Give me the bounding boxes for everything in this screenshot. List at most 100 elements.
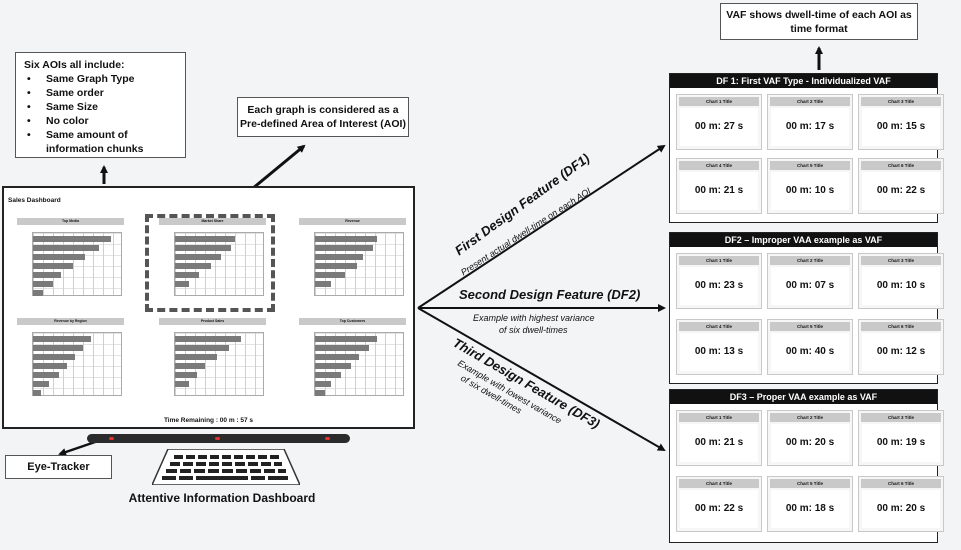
mini-bar	[175, 254, 221, 260]
vaf-cell-title: Chart 3 Title	[861, 97, 941, 106]
eye-tracker-led	[109, 437, 114, 440]
arrow-to-df3	[417, 307, 666, 451]
mini-chart-title: Top Customers	[299, 318, 406, 325]
vaf-cell-title: Chart 4 Title	[679, 322, 759, 331]
vaf-cell-time: 00 m: 12 s	[862, 333, 940, 371]
mini-bar	[315, 281, 331, 287]
vaf-cell-title: Chart 6 Title	[861, 322, 941, 331]
vaf-cell-title: Chart 3 Title	[861, 256, 941, 265]
mini-chart-plot	[314, 332, 404, 396]
vaf-cell-title: Chart 4 Title	[679, 161, 759, 170]
vaf-cell: Chart 5 Title 00 m: 18 s	[767, 476, 853, 532]
mini-bar	[315, 254, 363, 260]
vaf-cell-time: 00 m: 20 s	[862, 490, 940, 528]
mini-bar	[33, 372, 59, 378]
vaf-cell-time: 00 m: 10 s	[771, 172, 849, 210]
mini-bar	[33, 236, 111, 242]
vaf-cell-time: 00 m: 40 s	[771, 333, 849, 371]
mini-bar	[315, 263, 357, 269]
mini-bar	[175, 363, 205, 369]
mini-bar	[33, 290, 43, 296]
vaf-cell-title: Chart 1 Title	[679, 97, 759, 106]
mini-chart-title: Product Sales	[159, 318, 266, 325]
vaf-cell-time: 00 m: 22 s	[862, 172, 940, 210]
vaf-cell-time: 00 m: 17 s	[771, 108, 849, 146]
vaf-cell: Chart 1 Title 00 m: 27 s	[676, 94, 762, 150]
vaf-cell-time: 00 m: 20 s	[771, 424, 849, 462]
mini-chart-plot	[32, 232, 122, 296]
vaf-cell-title: Chart 5 Title	[770, 322, 850, 331]
eye-tracker-label: Eye-Tracker	[5, 455, 112, 479]
time-remaining: Time Remaining : 00 m : 57 s	[163, 417, 254, 424]
mini-bar	[175, 236, 235, 242]
df2-panel: DF2 – Improper VAA example as VAF Chart …	[669, 232, 944, 384]
mini-bar	[315, 372, 341, 378]
df2-sublabel-2: of six dwell-times	[499, 325, 568, 335]
vaf-cell: Chart 1 Title 00 m: 21 s	[676, 410, 762, 466]
mini-chart-plot	[32, 332, 122, 396]
mini-bar	[175, 345, 229, 351]
mini-bar	[33, 272, 61, 278]
eye-tracker-device	[87, 434, 350, 443]
mini-bar	[33, 245, 99, 251]
mini-chart-title: Revenue by Region	[17, 318, 124, 325]
mini-bar	[175, 281, 189, 287]
mini-bar	[315, 363, 351, 369]
mini-chart: Revenue by Region	[10, 318, 128, 414]
eye-tracker-led	[215, 437, 220, 440]
vaf-cell-title: Chart 6 Title	[861, 479, 941, 488]
vaf-cell: Chart 4 Title 00 m: 13 s	[676, 319, 762, 375]
vaf-cell: Chart 4 Title 00 m: 21 s	[676, 158, 762, 214]
mini-bar	[175, 263, 211, 269]
vaf-cell-title: Chart 5 Title	[770, 479, 850, 488]
vaf-cell-title: Chart 2 Title	[770, 413, 850, 422]
vaf-cell: Chart 1 Title 00 m: 23 s	[676, 253, 762, 309]
vaf-cell: Chart 4 Title 00 m: 22 s	[676, 476, 762, 532]
mini-bar	[33, 363, 67, 369]
aoi-note-heading: Six AOIs all include:	[24, 59, 125, 71]
vaf-cell-title: Chart 4 Title	[679, 479, 759, 488]
aoi-highlight-box	[145, 214, 275, 312]
mini-bar	[315, 354, 359, 360]
aoi-criteria-note: Six AOIs all include: Same Graph Type Sa…	[15, 52, 186, 158]
mini-bar	[175, 354, 217, 360]
mini-chart-title: Revenue	[299, 218, 406, 225]
vaf-cell: Chart 6 Title 00 m: 12 s	[858, 319, 944, 375]
mini-chart-title: Top Media	[17, 218, 124, 225]
vaf-cell-time: 00 m: 21 s	[680, 172, 758, 210]
dashboard-caption: Attentive Information Dashboard	[128, 491, 316, 505]
vaf-cell-time: 00 m: 19 s	[862, 424, 940, 462]
vaf-cell: Chart 3 Title 00 m: 10 s	[858, 253, 944, 309]
vaf-cell-time: 00 m: 27 s	[680, 108, 758, 146]
aoi-criterion: No color	[24, 114, 177, 128]
df2-label: Second Design Feature (DF2)	[459, 287, 641, 302]
vaf-cell-time: 00 m: 07 s	[771, 267, 849, 305]
aoi-criterion: Same order	[24, 86, 177, 100]
dashboard-title: Sales Dashboard	[8, 197, 61, 204]
df2-sublabel-1: Example with highest variance	[473, 313, 595, 323]
mini-chart-title: Market Share	[159, 218, 266, 225]
mini-chart-plot	[174, 232, 264, 296]
vaf-cell: Chart 5 Title 00 m: 40 s	[767, 319, 853, 375]
mini-bar	[33, 381, 49, 387]
eye-tracker-led	[325, 437, 330, 440]
keyboard-icon	[152, 449, 300, 485]
mini-bar	[315, 381, 331, 387]
aoi-criterion: Same Size	[24, 100, 177, 114]
mini-bar	[315, 272, 345, 278]
mini-bar	[315, 336, 377, 342]
mini-bar	[175, 272, 199, 278]
vaf-cell: Chart 3 Title 00 m: 15 s	[858, 94, 944, 150]
mini-bar	[315, 236, 377, 242]
mini-bar	[33, 336, 91, 342]
mini-bar	[33, 281, 53, 287]
vaf-cell-title: Chart 1 Title	[679, 413, 759, 422]
vaf-cell-time: 00 m: 15 s	[862, 108, 940, 146]
vaf-cell-time: 00 m: 13 s	[680, 333, 758, 371]
vaf-cell-time: 00 m: 10 s	[862, 267, 940, 305]
mini-bar	[175, 381, 189, 387]
vaf-cell-time: 00 m: 18 s	[771, 490, 849, 528]
vaf-cell: Chart 3 Title 00 m: 19 s	[858, 410, 944, 466]
df3-panel-header: DF3 – Proper VAA example as VAF	[670, 390, 937, 404]
mini-bar	[315, 345, 369, 351]
